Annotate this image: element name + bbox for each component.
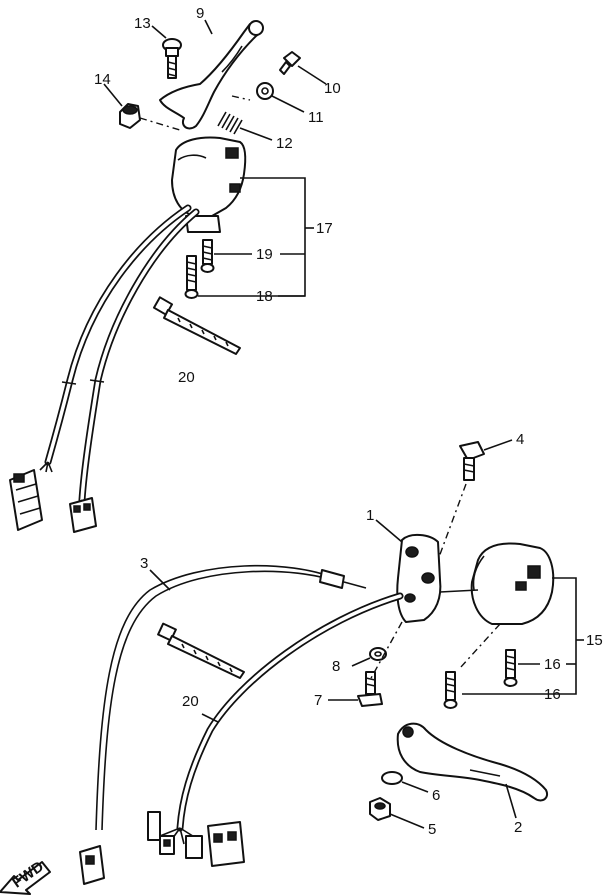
callout-20-upper: 20 <box>178 369 195 386</box>
fwd-arrow-icon: FWD <box>0 858 51 895</box>
leader-2 <box>505 783 517 819</box>
upper-connector-right <box>69 497 97 533</box>
callout-1: 1 <box>366 507 374 524</box>
part-20-cable-tie-upper <box>152 296 241 355</box>
part-14-cap <box>119 103 141 129</box>
leader-1 <box>375 519 403 543</box>
part-5-nut <box>369 797 391 821</box>
callout-13: 13 <box>134 15 151 32</box>
part-3-cable <box>95 564 367 831</box>
part-7-bolt <box>357 671 383 707</box>
part-11-nut <box>256 82 274 100</box>
callout-16a: 16 <box>544 656 561 673</box>
leader-10 <box>297 65 327 85</box>
part-16-screw-a <box>503 649 518 687</box>
lower-wire-harness <box>159 592 404 845</box>
bracket-15 <box>462 577 577 695</box>
callout-5: 5 <box>428 821 436 838</box>
callout-12: 12 <box>276 135 293 152</box>
callout-17: 17 <box>316 220 333 237</box>
callout-3: 3 <box>140 555 148 572</box>
callout-6: 6 <box>432 787 440 804</box>
leader-13 <box>151 25 167 39</box>
part-19-screw <box>200 239 215 273</box>
part-1-lever-bracket <box>396 534 442 623</box>
part-13-screw <box>162 38 182 79</box>
callout-15: 15 <box>586 632 603 649</box>
leader-12 <box>239 127 273 141</box>
part-6-washer <box>381 771 403 785</box>
callout-18: 18 <box>256 288 273 305</box>
part-8-collar <box>369 647 387 661</box>
axis-7 <box>369 621 403 681</box>
part-10-screw <box>279 51 301 75</box>
part-18-screw <box>184 255 199 299</box>
leader-6 <box>401 781 429 793</box>
callout-20-lower: 20 <box>182 693 199 710</box>
callout-4: 4 <box>516 431 524 448</box>
leader-11 <box>271 95 305 113</box>
callout-14: 14 <box>94 71 111 88</box>
callout-19: 19 <box>256 246 273 263</box>
part-15-switch-housing <box>470 542 555 625</box>
leader-9 <box>204 19 213 35</box>
upper-connector-left <box>9 469 43 531</box>
callout-2: 2 <box>514 819 522 836</box>
callout-11: 11 <box>308 109 324 126</box>
upper-wire-harness <box>39 204 200 507</box>
leader-5 <box>389 813 425 829</box>
leader-3 <box>149 569 171 591</box>
part-16-screw-b <box>443 671 458 709</box>
leader-4 <box>483 439 513 451</box>
axis-16 <box>459 623 501 669</box>
part-2-lever <box>396 722 548 802</box>
callout-7: 7 <box>314 692 322 709</box>
callout-8: 8 <box>332 658 340 675</box>
throttle-cable-link <box>439 589 479 593</box>
bracket-17 <box>198 177 306 297</box>
part-20-cable-tie-lower <box>157 622 245 679</box>
leader-8 <box>351 657 371 667</box>
callout-10: 10 <box>324 80 341 97</box>
part-4-bolt <box>459 441 485 481</box>
part-9-lever <box>159 20 264 130</box>
callout-9: 9 <box>196 5 204 22</box>
lower-connector-left <box>79 845 105 885</box>
leader-14 <box>103 83 123 107</box>
part-12-spring <box>217 111 243 135</box>
part-17-switch-housing <box>171 136 247 233</box>
callout-16b: 16 <box>544 686 561 703</box>
lower-connector-group <box>147 811 245 867</box>
